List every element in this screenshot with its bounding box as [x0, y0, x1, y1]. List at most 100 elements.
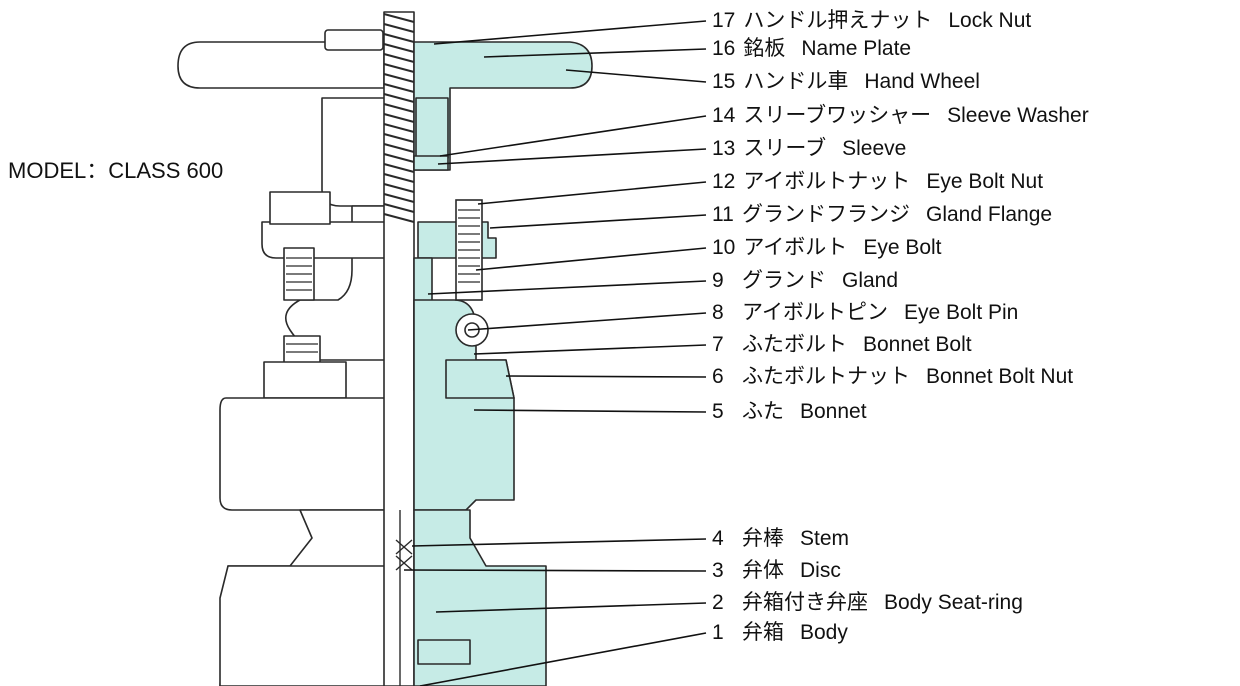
bonnet-nut-right	[445, 359, 515, 399]
leader-line-6	[505, 375, 707, 378]
part-name-jp: アイボルトピン	[742, 301, 888, 324]
part-number: 4	[712, 527, 724, 550]
part-name-en: Lock Nut	[948, 9, 1032, 32]
part-name-jp: 弁箱	[742, 621, 784, 644]
part-number: 12	[712, 170, 736, 193]
part-name-jp: スリーブ	[743, 137, 827, 160]
part-name-en: Body	[800, 621, 848, 644]
bonnet-body-left	[219, 397, 387, 511]
part-number: 9	[712, 269, 724, 292]
lock-nut-left	[324, 29, 384, 51]
leader-line-8	[467, 312, 707, 331]
leader-line-5	[473, 409, 707, 413]
part-name-en: Gland Flange	[926, 203, 1053, 226]
leader-line-17	[433, 20, 707, 45]
part-name-jp: ふた	[742, 400, 784, 423]
part-name-en: Eye Bolt Pin	[903, 301, 1019, 324]
leader-line-10	[475, 247, 707, 271]
part-number: 16	[712, 37, 736, 60]
part-label-4: 4 弁棒 Stem	[712, 524, 849, 554]
part-label-15: 15 ハンドル車 Hand Wheel	[712, 67, 980, 97]
body-step-left	[219, 565, 387, 686]
part-number: 6	[712, 365, 724, 388]
leader-line-9	[427, 280, 707, 295]
leader-line-14	[439, 115, 707, 157]
part-name-jp: ハンドル押えナット	[743, 9, 933, 32]
part-name-jp: グランドフランジ	[742, 203, 910, 226]
gland-nut-left	[269, 191, 331, 225]
part-label-3: 3 弁体 Disc	[712, 556, 841, 586]
part-name-en: Sleeve Washer	[947, 104, 1089, 127]
part-label-9: 9 グランド Gland	[712, 266, 898, 296]
part-label-11: 11 グランドフランジ Gland Flange	[712, 200, 1052, 230]
part-name-en: Sleeve	[842, 137, 907, 160]
part-name-en: Name Plate	[801, 37, 912, 60]
part-name-en: Bonnet	[800, 400, 867, 423]
part-name-jp: 弁棒	[742, 527, 784, 550]
part-number: 2	[712, 591, 724, 614]
part-label-7: 7 ふたボルト Bonnet Bolt	[712, 330, 972, 360]
handwheel-arm-right	[413, 41, 593, 171]
part-name-jp: スリーブワッシャー	[743, 104, 932, 127]
part-number: 10	[712, 236, 736, 259]
part-name-jp: ふたボルト	[742, 333, 847, 356]
body-seat-ring	[417, 639, 471, 665]
part-name-en: Body Seat-ring	[884, 591, 1023, 614]
part-label-12: 12 アイボルトナット Eye Bolt Nut	[712, 167, 1043, 197]
part-name-jp: アイボルトナット	[743, 170, 911, 193]
part-name-jp: アイボルト	[743, 236, 848, 259]
part-label-16: 16 銘板 Name Plate	[712, 34, 911, 64]
part-number: 13	[712, 137, 736, 160]
bonnet-nut-left	[263, 361, 347, 399]
part-name-jp: 弁体	[742, 559, 784, 582]
leader-line-7	[473, 344, 707, 355]
part-name-jp: グランド	[742, 269, 826, 292]
leader-line-16	[483, 48, 707, 58]
leader-line-12	[477, 181, 707, 205]
part-label-2: 2 弁箱付き弁座 Body Seat-ring	[712, 588, 1023, 618]
part-name-en: Eye Bolt	[863, 236, 942, 259]
part-name-en: Gland	[842, 269, 899, 292]
leader-line-2	[435, 602, 707, 613]
part-label-1: 1 弁箱 Body	[712, 618, 848, 648]
part-name-en: Hand Wheel	[864, 70, 980, 93]
part-name-en: Stem	[800, 527, 850, 550]
part-number: 5	[712, 400, 724, 423]
handwheel-hub	[321, 97, 387, 207]
stem	[383, 11, 415, 686]
part-number: 17	[712, 9, 736, 32]
model-label: MODEL：CLASS 600	[8, 158, 224, 183]
part-label-13: 13 スリーブ Sleeve	[712, 134, 906, 164]
part-name-en: Bonnet Bolt Nut	[926, 365, 1074, 388]
part-label-5: 5 ふた Bonnet	[712, 397, 867, 427]
part-number: 1	[712, 621, 724, 644]
part-name-en: Disc	[800, 559, 841, 582]
part-number: 3	[712, 559, 724, 582]
leader-line-11	[489, 214, 707, 229]
part-number: 8	[712, 301, 724, 324]
part-name-jp: ハンドル車	[743, 70, 849, 93]
leader-line-1	[419, 632, 707, 686]
part-name-jp: ふたボルトナット	[742, 365, 910, 388]
part-label-6: 6 ふたボルトナット Bonnet Bolt Nut	[712, 362, 1073, 392]
handwheel-arm-left	[177, 41, 385, 89]
part-label-17: 17 ハンドル押えナット Lock Nut	[712, 6, 1031, 36]
part-label-10: 10 アイボルト Eye Bolt	[712, 233, 942, 263]
part-name-en: Eye Bolt Nut	[926, 170, 1044, 193]
part-label-8: 8 アイボルトピン Eye Bolt Pin	[712, 298, 1018, 328]
part-number: 7	[712, 333, 724, 356]
part-number: 15	[712, 70, 736, 93]
part-name-jp: 銘板	[743, 37, 786, 60]
part-name-jp: 弁箱付き弁座	[742, 591, 868, 614]
part-number: 11	[712, 203, 734, 226]
leader-lines	[403, 20, 707, 686]
leader-line-13	[437, 148, 707, 165]
part-name-en: Bonnet Bolt	[863, 333, 972, 356]
sleeve-washer	[415, 97, 449, 159]
leader-line-4	[411, 538, 707, 547]
leader-line-15	[565, 69, 707, 83]
